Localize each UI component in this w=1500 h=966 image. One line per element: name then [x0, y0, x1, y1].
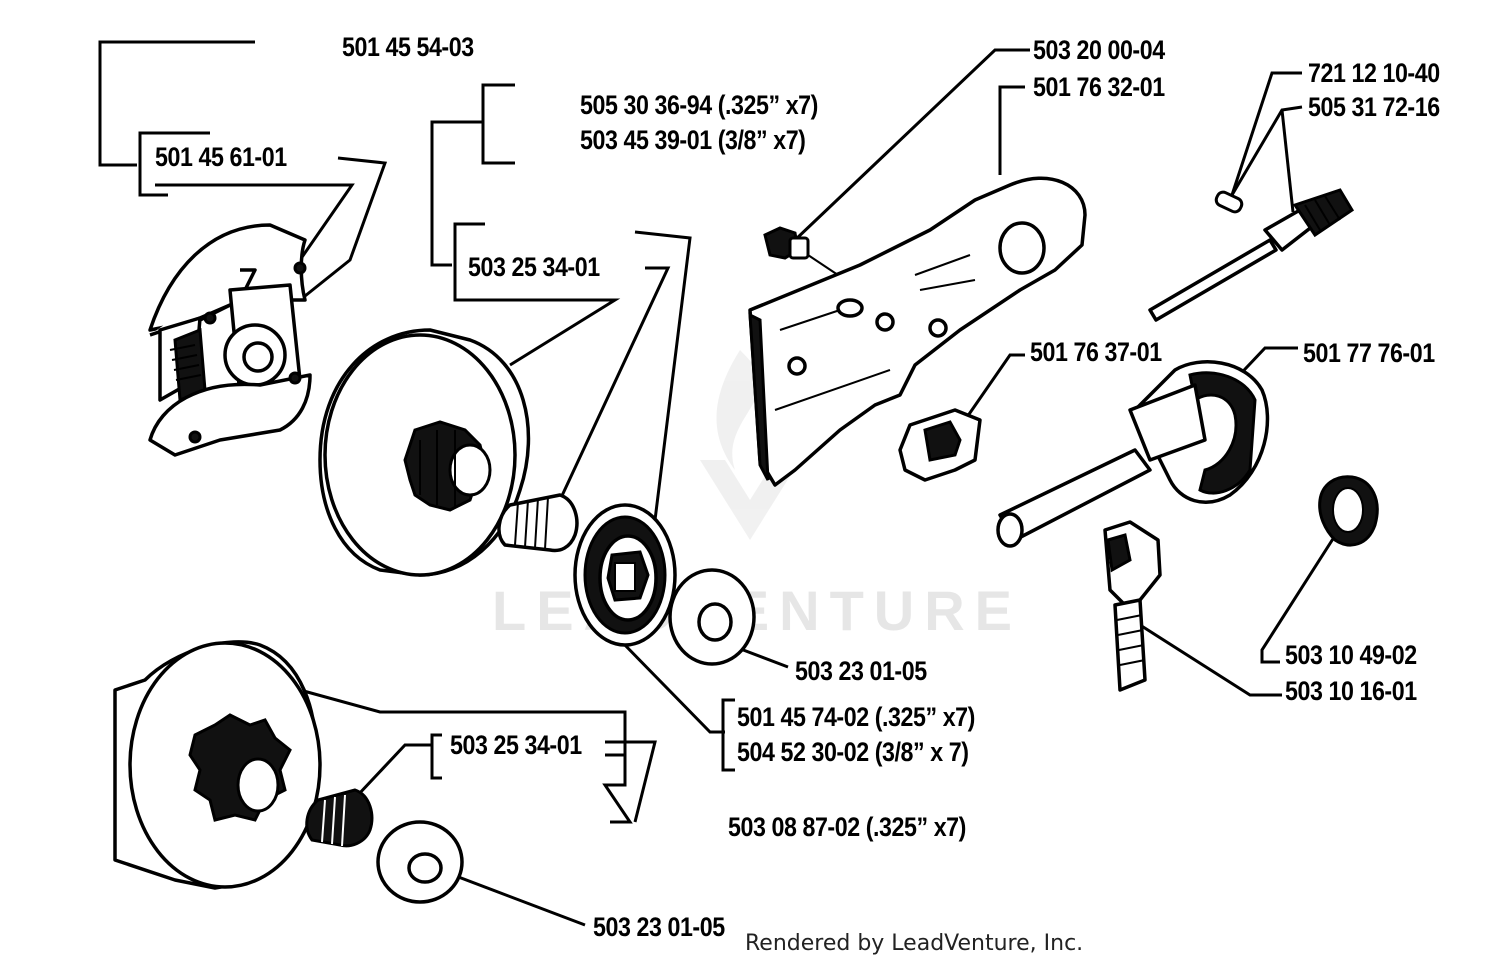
part-label-503-45-39-01: 503 45 39-01 (3/8” x7)	[580, 125, 806, 155]
part-label-501-77-76-01: 501 77 76-01	[1303, 338, 1435, 368]
worm-gear-icon	[1318, 475, 1379, 547]
washer-lower-icon	[376, 820, 464, 904]
rim-sprocket-icon	[573, 503, 677, 647]
part-label-504-52-30-02: 504 52 30-02 (3/8” x 7)	[737, 737, 969, 767]
clutch-drum-icon	[318, 328, 531, 577]
pin-icon	[1214, 190, 1244, 214]
part-label-503-10-16-01: 503 10 16-01	[1285, 676, 1417, 706]
needle-bearing-icon	[497, 493, 579, 553]
part-label-503-23-01-05-lower: 503 23 01-05	[593, 912, 725, 942]
rendered-by-footer: Rendered by LeadVenture, Inc.	[745, 931, 1084, 956]
part-label-503-10-49-02: 503 10 49-02	[1285, 640, 1417, 670]
part-label-505-30-36-94: 505 30 36-94 (.325” x7)	[580, 90, 818, 120]
oil-pump-body-icon	[996, 360, 1270, 548]
part-label-503-23-01-05-upper: 503 23 01-05	[795, 656, 927, 686]
clutch-shoe-assembly-icon	[148, 223, 312, 457]
spur-sprocket-drum-icon	[113, 640, 322, 890]
chain-catcher-icon	[898, 408, 982, 482]
part-label-721-12-10-40: 721 12 10-40	[1308, 58, 1440, 88]
part-label-501-45-74-02: 501 45 74-02 (.325” x7)	[737, 702, 975, 732]
chain-guide-plate-icon	[748, 176, 1087, 487]
washer-icon	[668, 568, 756, 666]
part-label-503-25-34-01-lower: 503 25 34-01	[450, 730, 582, 760]
part-label-501-76-32-01: 501 76 32-01	[1033, 72, 1165, 102]
needle-bearing-lower-icon	[305, 788, 374, 848]
oil-pump-drive-icon	[1103, 520, 1162, 692]
part-label-501-45-61-01: 501 45 61-01	[155, 142, 287, 172]
part-label-501-45-54-03: 501 45 54-03	[342, 32, 474, 62]
screw-icon	[763, 226, 839, 276]
part-label-501-76-37-01: 501 76 37-01	[1030, 337, 1162, 367]
oil-pump-shaft-icon	[1148, 188, 1355, 322]
part-label-505-31-72-16: 505 31 72-16	[1308, 92, 1440, 122]
part-label-503-08-87-02: 503 08 87-02 (.325” x7)	[728, 812, 966, 842]
leader-lines	[98, 40, 1347, 927]
part-label-503-20-00-04: 503 20 00-04	[1033, 35, 1165, 65]
part-label-503-25-34-01-upper: 503 25 34-01	[468, 252, 600, 282]
